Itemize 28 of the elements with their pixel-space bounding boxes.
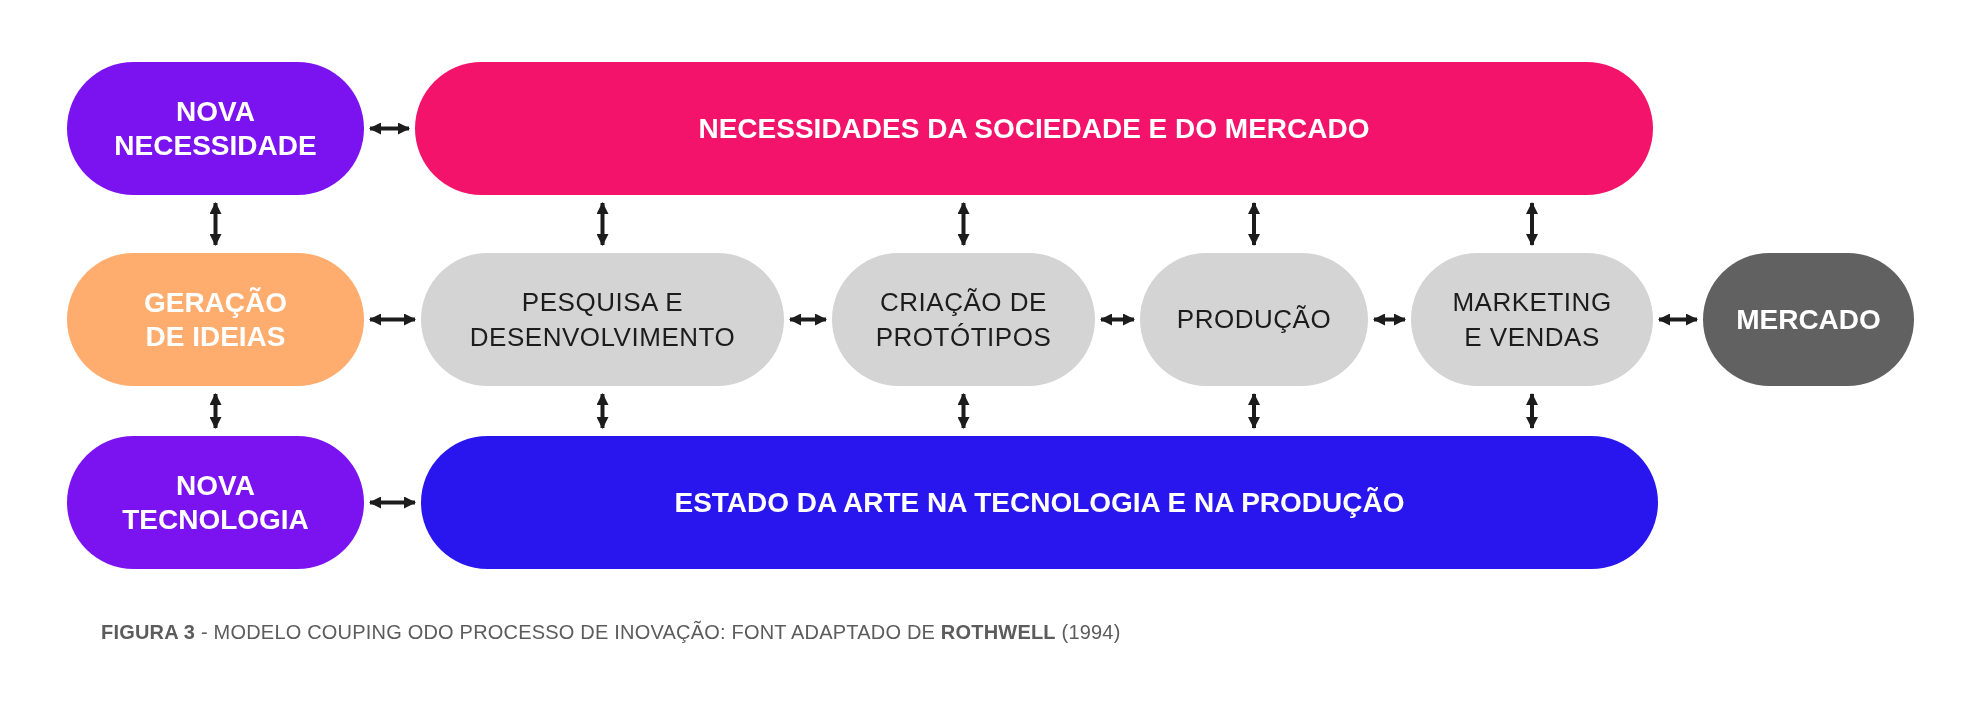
node-label: MERCADO (1736, 302, 1881, 337)
node-label: ESTADO DA ARTE NA TECNOLOGIA E NA PRODUÇÃO (674, 485, 1405, 520)
double-arrow (1526, 202, 1538, 246)
double-arrow (1248, 202, 1260, 246)
node-label: NOVA NECESSIDADE (113, 94, 318, 163)
node-label: PRODUÇÃO (1176, 303, 1332, 336)
node-label: PESQUISA E DESENVOLVIMENTO (468, 285, 737, 354)
double-arrow (957, 393, 970, 429)
node-label: CRIAÇÃO DE PROTÓTIPOS (874, 285, 1053, 354)
double-arrow (1658, 313, 1698, 326)
double-arrow (596, 202, 609, 246)
double-arrow (789, 313, 827, 326)
double-arrow (1373, 313, 1406, 326)
node-label: GERAÇÃO DE IDEIAS (142, 285, 289, 354)
double-arrow (209, 393, 222, 429)
node-label: NOVA TECNOLOGIA (121, 468, 310, 537)
double-arrow (1100, 313, 1135, 326)
double-arrow (957, 202, 970, 246)
double-arrow (1248, 393, 1260, 429)
figure-caption: FIGURA 3 - MODELO COUPING ODO PROCESSO DE INOVAÇÃO: FONT ADAPTADO DE ROTHWELL (1994) (101, 619, 1121, 645)
node-label: MARKETING E VENDAS (1451, 285, 1613, 354)
node-label: NECESSIDADES DA SOCIEDADE E DO MERCADO (698, 111, 1370, 146)
double-arrow (209, 202, 222, 246)
double-arrow (596, 393, 609, 429)
double-arrow (369, 496, 416, 509)
double-arrow (369, 122, 410, 135)
double-arrow (369, 313, 416, 326)
double-arrow (1526, 393, 1538, 429)
